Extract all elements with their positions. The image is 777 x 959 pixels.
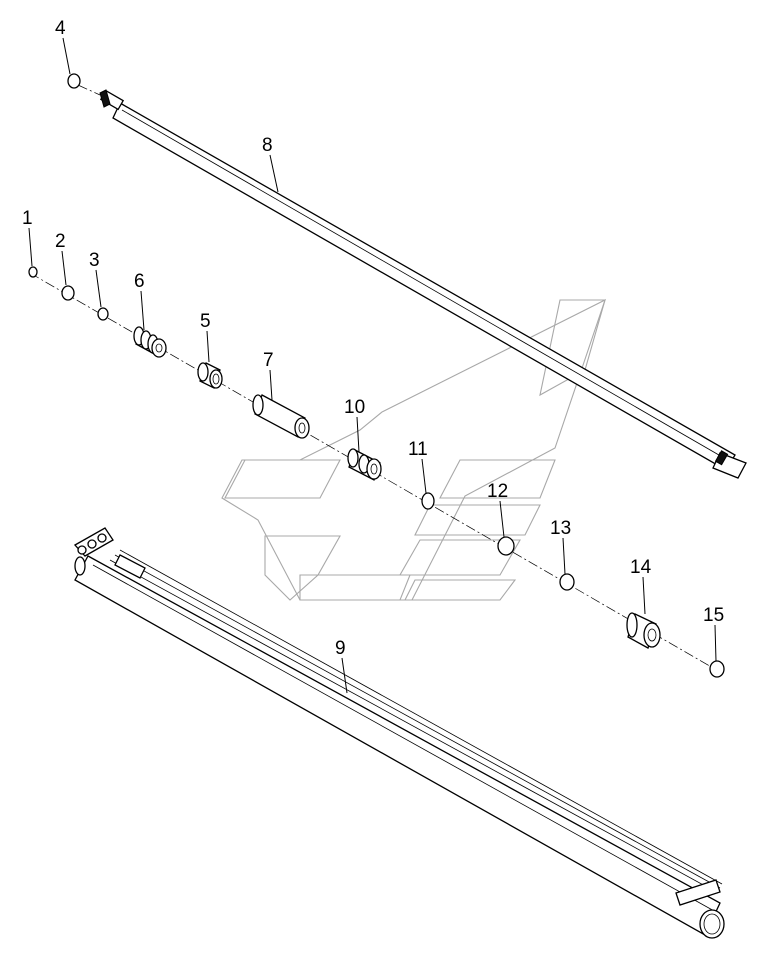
part-10-piston: [347, 448, 382, 481]
part-4-o-ring: [67, 73, 81, 89]
callout-7: 7: [263, 350, 274, 401]
callout-5: 5: [200, 311, 211, 363]
part-6-guide: [133, 326, 167, 358]
svg-text:6: 6: [134, 271, 145, 292]
part-8-rod: [77, 84, 747, 479]
svg-text:15: 15: [703, 605, 724, 626]
svg-text:9: 9: [335, 638, 346, 659]
part-2-seal: [61, 285, 75, 301]
part-12-ring: [497, 536, 515, 556]
callout-4: 4: [55, 18, 71, 75]
part-5-bushing: [197, 362, 223, 389]
part-14-nut: [626, 612, 661, 649]
callout-2: 2: [55, 231, 67, 286]
svg-text:10: 10: [344, 397, 365, 418]
svg-text:5: 5: [200, 311, 211, 332]
callout-3: 3: [89, 250, 102, 308]
svg-text:2: 2: [55, 231, 66, 252]
callout-15: 15: [703, 605, 724, 662]
callout-11: 11: [408, 439, 428, 494]
callout-8: 8: [262, 135, 279, 193]
svg-text:8: 8: [262, 135, 273, 156]
part-15-ring: [709, 660, 725, 678]
callout-6: 6: [134, 271, 145, 331]
callout-13: 13: [550, 518, 571, 575]
svg-text:1: 1: [22, 208, 33, 229]
callout-1: 1: [22, 208, 33, 267]
svg-text:13: 13: [550, 518, 571, 539]
part-1-ring: [28, 266, 38, 278]
svg-text:4: 4: [55, 18, 66, 39]
svg-text:14: 14: [630, 557, 652, 578]
callout-10: 10: [344, 397, 365, 453]
part-13-ring: [559, 573, 575, 591]
part-7-sleeve: [252, 394, 310, 439]
svg-text:3: 3: [89, 250, 100, 271]
svg-text:7: 7: [263, 350, 274, 371]
callout-14: 14: [630, 557, 652, 615]
part-9-cylinder-tube: [73, 527, 725, 939]
svg-text:11: 11: [408, 439, 428, 460]
part-3-seal: [97, 307, 109, 321]
svg-text:12: 12: [487, 481, 508, 502]
part-11-ring: [421, 492, 435, 510]
callout-12: 12: [487, 481, 508, 538]
callout-9: 9: [335, 638, 348, 694]
